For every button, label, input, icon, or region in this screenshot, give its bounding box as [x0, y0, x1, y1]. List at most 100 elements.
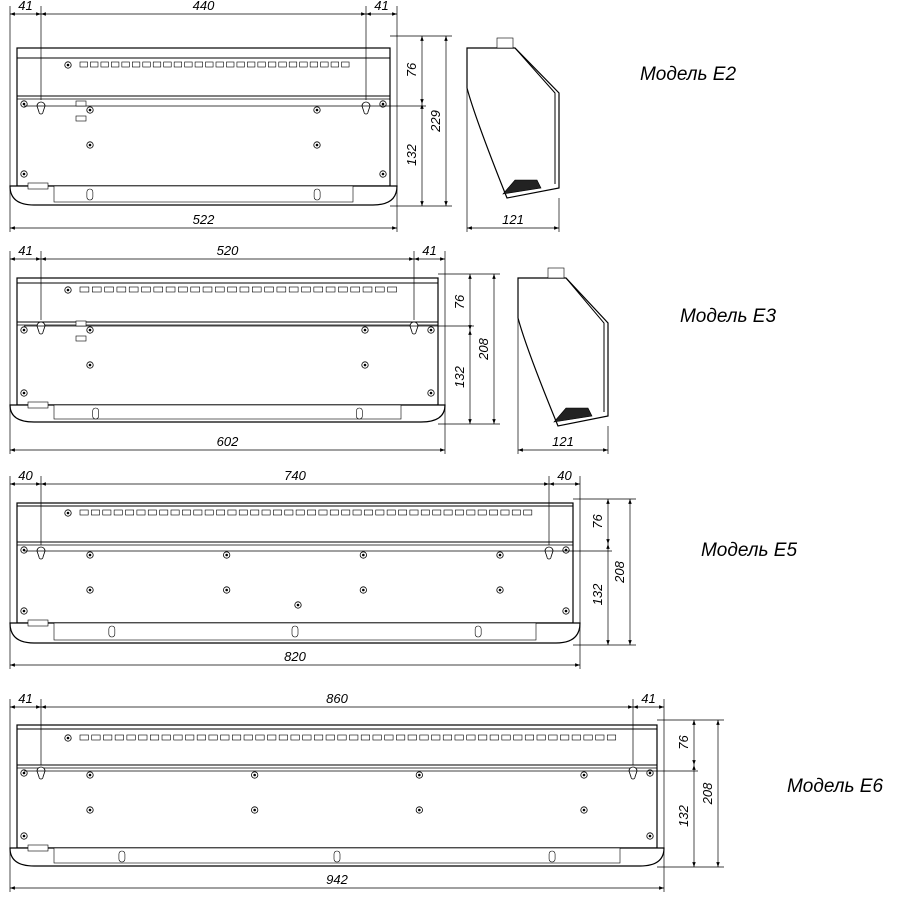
connector-block: [27, 401, 49, 409]
grille-slot: [477, 509, 487, 516]
grille-slot: [132, 61, 141, 68]
grille-slot: [320, 61, 329, 68]
dim-depth-label: 121: [552, 434, 574, 449]
outlet-slot: [108, 625, 116, 638]
screw-center: [564, 609, 568, 613]
screw-center: [22, 391, 26, 395]
unit-body: [16, 277, 439, 406]
screw-center: [253, 773, 256, 777]
grille-slot: [153, 286, 164, 293]
grille-slot: [360, 734, 370, 741]
grille-slot: [372, 734, 382, 741]
outlet-slot: [92, 407, 99, 420]
dim-depth-label: 121: [502, 212, 524, 227]
dim-top-part-label: 76: [590, 514, 605, 529]
grille-slot: [349, 734, 359, 741]
connector-block: [27, 182, 49, 190]
grille-slot: [227, 286, 237, 293]
grille-slot: [278, 61, 287, 68]
model-label: Модель E5: [701, 540, 797, 561]
grille-slot: [92, 286, 102, 293]
screw-center: [582, 808, 586, 812]
grille-slot: [364, 509, 373, 516]
grille-slot: [511, 509, 521, 516]
grille-slot: [147, 509, 157, 516]
dim-top-part-label: 76: [404, 62, 419, 77]
grille-slot: [307, 509, 316, 516]
screw-center: [429, 391, 433, 395]
grille-slot: [384, 734, 394, 741]
grille-slot: [268, 61, 277, 68]
dim-width-label: 820: [284, 649, 306, 664]
grille-slot: [128, 286, 139, 293]
screw-center: [22, 102, 26, 106]
grille-slot: [173, 61, 182, 68]
screw-center: [362, 553, 365, 557]
dim-bottom-part-label: 132: [676, 804, 691, 826]
dim-width-label: 942: [326, 872, 348, 887]
dim-left-offset-label: 41: [18, 0, 32, 13]
connector-block: [27, 844, 49, 852]
grille-slot: [121, 61, 130, 68]
grille-slot: [595, 734, 605, 741]
grille-slot: [606, 734, 617, 741]
grille-slot: [114, 734, 124, 741]
dim-height-label: 229: [428, 110, 443, 133]
grille-slot: [220, 734, 230, 741]
dim-top-part-label: 76: [676, 735, 691, 750]
grille-slot: [215, 286, 225, 293]
grille-slot: [288, 286, 299, 293]
grille-slot: [159, 509, 169, 516]
grille-slot: [313, 286, 324, 293]
grille-slot: [91, 734, 101, 741]
screw-center: [362, 588, 365, 592]
screw-center: [22, 834, 26, 838]
grille-slot: [126, 734, 136, 741]
outlet-slot: [356, 407, 363, 420]
switch-2: [75, 335, 87, 342]
outlet-slot: [333, 850, 341, 863]
grille-slot: [501, 734, 511, 741]
air-outlet: [53, 404, 402, 420]
grille-slot: [432, 509, 442, 516]
grille-slot: [255, 734, 265, 741]
grille-slot: [196, 734, 206, 741]
screw-center: [66, 511, 70, 515]
dim-bottom-part-label: 132: [590, 583, 605, 605]
grille-slot: [184, 61, 193, 68]
grille-slot: [276, 286, 287, 293]
dim-height-label: 208: [700, 782, 715, 805]
grille-slot: [284, 509, 294, 516]
grille-slot: [243, 734, 253, 741]
dim-left-offset-label: 41: [18, 243, 32, 258]
grille-slot: [208, 734, 218, 741]
dim-hole-spacing-label: 860: [326, 691, 348, 706]
grille-slot: [250, 509, 260, 516]
screw-center: [429, 328, 433, 332]
grille-slot: [104, 286, 114, 293]
grille-slot: [138, 734, 148, 741]
screw-center: [253, 808, 256, 812]
grille-slot: [150, 734, 160, 741]
grille-slot: [193, 509, 203, 516]
screw-center: [88, 363, 92, 367]
grille-slot: [116, 286, 127, 293]
grille-slot: [454, 734, 464, 741]
grille-slot: [338, 286, 348, 293]
grille-slot: [352, 509, 362, 516]
dim-right-offset-label: 41: [422, 243, 436, 258]
grille-slot: [301, 286, 311, 293]
screw-center: [648, 771, 652, 775]
grille-slot: [325, 734, 335, 741]
outlet-slot: [474, 625, 482, 638]
screw-center: [363, 328, 367, 332]
grille-slot: [466, 509, 476, 516]
unit-body: [16, 502, 574, 624]
grille-slot: [314, 734, 324, 741]
screw-center: [88, 108, 92, 112]
grille-slot: [560, 734, 570, 741]
dim-height-label: 208: [476, 337, 491, 360]
grille-slot: [257, 61, 266, 68]
